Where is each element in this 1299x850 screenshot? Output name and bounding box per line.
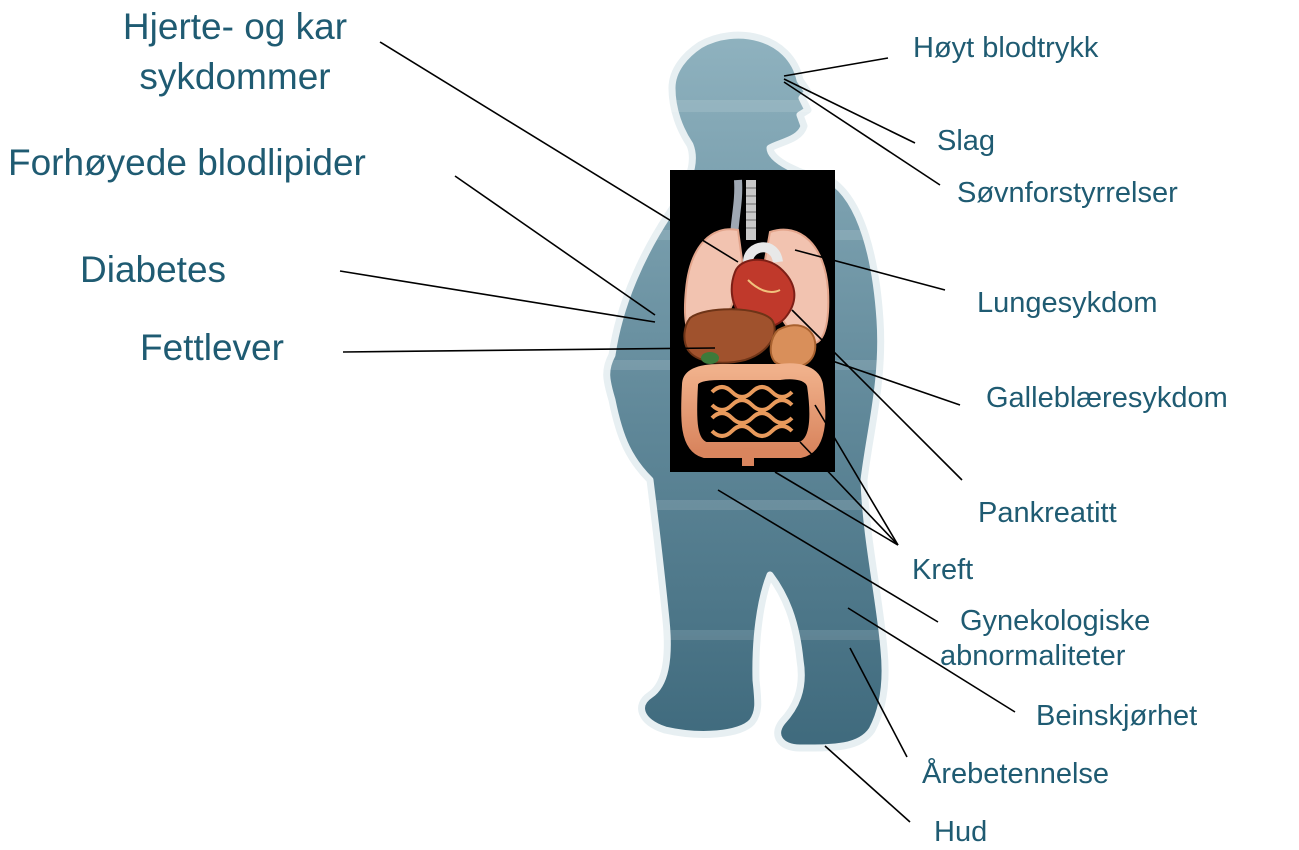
label-gyn-line1: Gynekologiske [940,604,1210,639]
label-hjerte-line2: sykdommer [75,55,395,99]
label-lungesykdom: Lungesykdom [977,286,1158,321]
label-diabetes: Diabetes [80,248,226,292]
label-kreft: Kreft [912,553,973,588]
label-hjerte-og-kar: Hjerte- og kar sykdommer [75,5,395,100]
organs-illustration-icon [670,170,835,472]
label-pankreatitt: Pankreatitt [978,496,1117,531]
leader-line-diabetes [340,271,655,322]
label-gyn-line2: abnormaliteter [940,639,1210,674]
leader-line-sovn [784,82,940,185]
label-slag: Slag [937,124,995,159]
label-galleblaeresykdom: Galleblæresykdom [986,381,1228,416]
label-sovnforstyrrelser: Søvnforstyrrelser [957,176,1178,211]
label-forhoyede-blodlipider: Forhøyede blodlipider [8,141,366,185]
leader-line-hud [825,746,910,822]
leader-line-hoyt-blodtrykk [784,58,888,76]
label-fettlever: Fettlever [140,326,284,370]
label-beinskjorhet: Beinskjørhet [1036,699,1197,734]
label-arebetennelse: Årebetennelse [922,757,1109,792]
label-hoyt-blodtrykk: Høyt blodtrykk [913,31,1098,66]
label-hjerte-line1: Hjerte- og kar [75,5,395,49]
label-hud: Hud [934,815,987,850]
label-gynekologiske: Gynekologiske abnormaliteter [940,604,1210,674]
